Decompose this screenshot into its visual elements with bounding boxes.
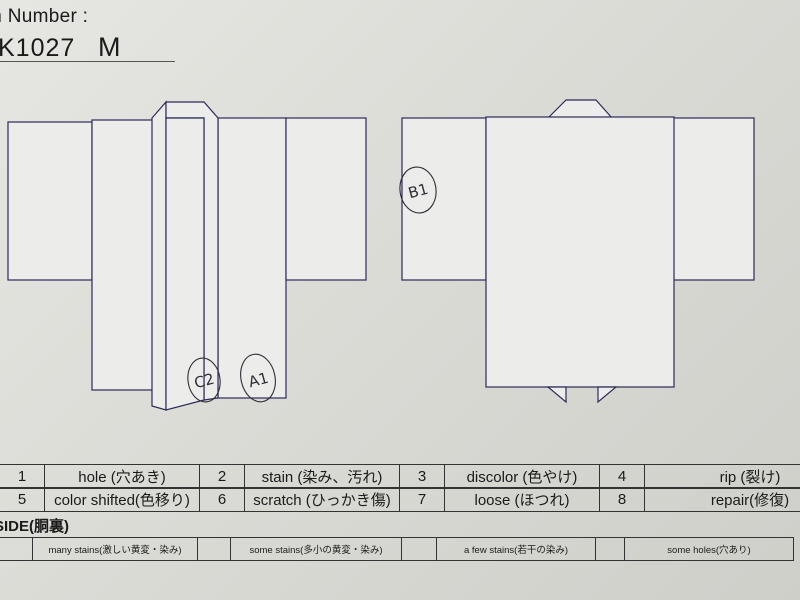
back-left-sleeve: [401, 117, 487, 281]
front-collar-left: [151, 100, 167, 411]
front-collar-inner: [165, 117, 205, 411]
legend-num-3: 3: [399, 464, 445, 489]
front-right-sleeve: [285, 117, 367, 281]
front-left-sleeve: [7, 121, 93, 281]
legend-label-7: loose (ほつれ): [444, 487, 600, 512]
legend-num-4: 4: [599, 464, 645, 489]
garment-diagram: C2 A1 B1: [7, 99, 755, 411]
annotation-b1-text: B1: [406, 180, 430, 203]
legend-num-5: 5: [0, 487, 45, 512]
legend-num-1: 1: [0, 464, 45, 489]
inside-box-3: [401, 537, 437, 561]
legend-num-8: 8: [599, 487, 645, 512]
annotation-a1-circle: [240, 353, 276, 403]
legend-label-2: stain (染み、汚れ): [244, 464, 400, 489]
defect-legend-table: 1 hole (穴あき) 2 stain (染み、汚れ) 3 discolor …: [0, 462, 800, 600]
inside-box-4: [595, 537, 625, 561]
inside-note-few-stains: a few stains(若干の染み): [436, 537, 596, 561]
item-number-underline: [0, 61, 175, 62]
legend-num-2: 2: [199, 464, 245, 489]
legend-row-1: 1 hole (穴あき) 2 stain (染み、汚れ) 3 discolor …: [0, 464, 800, 489]
annotation-c2-circle: [187, 357, 221, 403]
inside-box-2: [197, 537, 231, 561]
item-size-value: M: [98, 32, 121, 62]
inside-note-some-holes: some holes(穴あり): [624, 537, 794, 561]
inside-section-title: SIDE(胴裏): [0, 518, 70, 535]
inside-note-many-stains: many stains(激しい黄変・染み): [32, 537, 198, 561]
front-view: [7, 100, 367, 411]
back-body: [485, 116, 675, 388]
legend-label-8: repair(修復): [644, 487, 800, 512]
legend-label-1: hole (穴あき): [44, 464, 200, 489]
back-collar: [546, 99, 614, 119]
back-view: [401, 99, 755, 404]
front-right-body: [217, 117, 287, 399]
annotation-b1-circle: [399, 166, 437, 214]
legend-label-5: color shifted(色移り): [44, 487, 200, 512]
inside-notes-row: many stains(激しい黄変・染み) some stains(多小の黄変・…: [0, 537, 794, 562]
annotation-a1-text: A1: [247, 369, 271, 392]
item-number-label: m Number :: [0, 6, 89, 27]
legend-label-6: scratch (ひっかき傷): [244, 487, 400, 512]
legend-num-6: 6: [199, 487, 245, 512]
back-right-tab: [597, 386, 618, 404]
legend-num-7: 7: [399, 487, 445, 512]
inside-box-1: [0, 537, 33, 561]
back-right-sleeve: [671, 117, 755, 281]
legend-label-4: rip (裂け): [644, 464, 800, 489]
inside-note-some-stains: some stains(多小の黄変・染み): [230, 537, 402, 561]
item-number-value: K1027: [0, 34, 76, 62]
legend-label-3: discolor (色やけ): [444, 464, 600, 489]
legend-row-2: 5 color shifted(色移り) 6 scratch (ひっかき傷) 7…: [0, 487, 800, 512]
front-left-body: [91, 119, 161, 391]
back-left-tab: [546, 386, 567, 404]
annotation-c2-text: C2: [192, 370, 216, 393]
